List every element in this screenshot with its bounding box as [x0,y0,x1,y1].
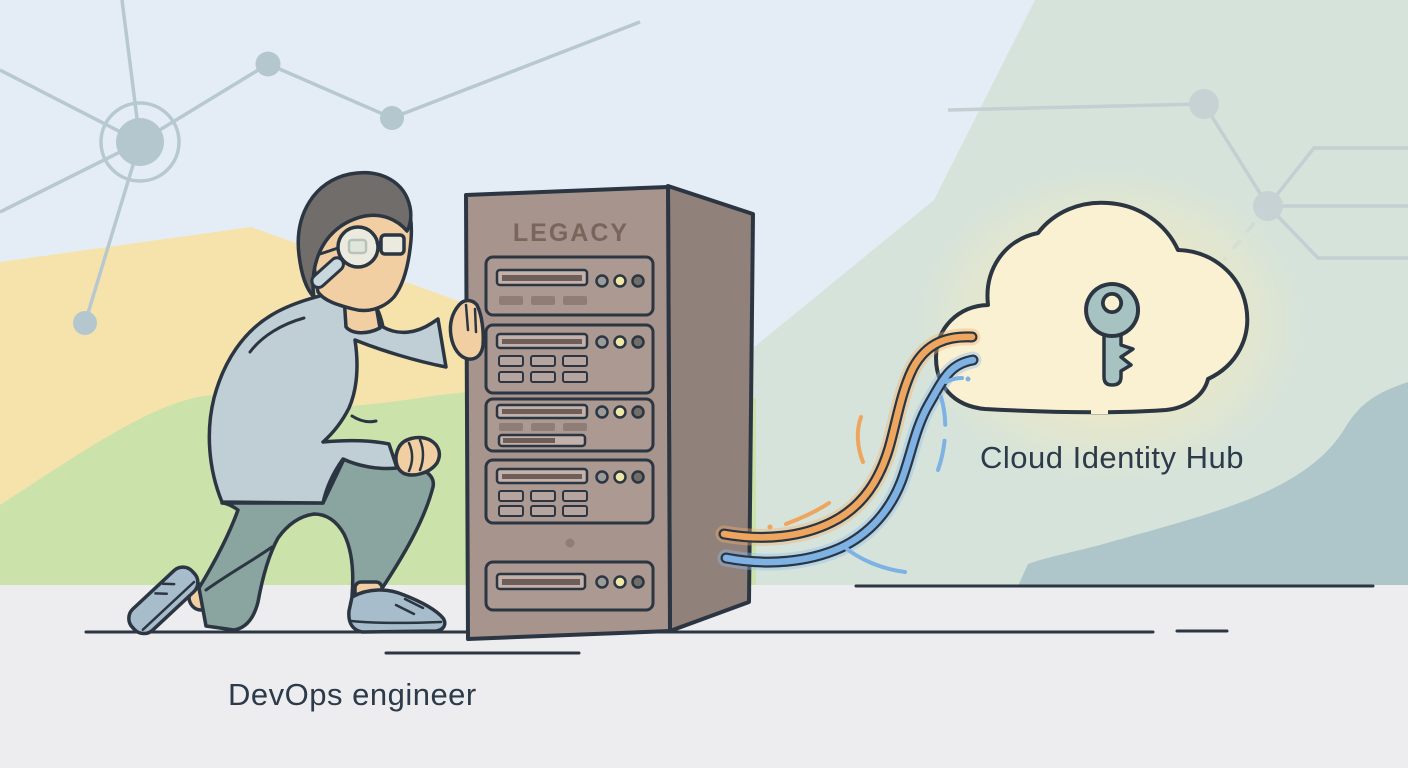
hoodie-wrinkle [350,414,378,424]
hoodie-torso [207,290,448,505]
server-bay [484,323,655,395]
migration-cables [715,328,982,574]
led-indicator-gray [595,405,609,419]
drive-slot-opening [503,438,555,443]
cloud-icon [934,200,1250,415]
led-indicator-yellow [613,274,627,288]
led-indicator-gray [595,470,609,484]
led-indicator-yellow [613,405,627,419]
network-node-icon [1253,191,1283,221]
server-bay [484,397,655,453]
network-graph-right [947,89,1408,262]
key-icon [1084,282,1141,387]
button-row [499,423,587,431]
led-indicator-dark [631,274,645,288]
network-lines [947,102,1408,260]
left-shoe-sole [141,580,196,631]
led-indicator-yellow [613,575,627,589]
network-node-icon [116,118,164,166]
devops-engineer-figure [127,171,485,636]
key-shaft [1102,331,1135,387]
led-indicator-dark [631,335,645,349]
button-row [499,296,587,305]
glasses-temple [318,246,340,256]
server-bay [484,255,655,317]
glasses-rect-lens [379,233,406,256]
right-shoe-laces [394,597,425,616]
drive-slot-opening [502,409,582,414]
led-indicator-yellow [613,335,627,349]
server-bay [484,560,655,612]
glowing-orange-cable [720,333,976,541]
cloud-outline-gap [1091,404,1108,414]
network-node-icon [73,311,97,335]
switch-grid [498,490,588,517]
network-graph-left [0,0,641,335]
drive-slot-opening [502,339,582,344]
glasses-bridge [375,240,383,245]
teal-wave [1018,382,1408,586]
led-indicator-yellow [613,470,627,484]
cloud-label: Cloud Identity Hub [980,440,1244,475]
left-shoe-laces [154,582,176,596]
server-rack-icon: LEGACY [464,184,755,641]
network-node-icon [255,51,281,77]
hand-finger-lines [407,438,425,473]
drive-slot-opening [502,579,580,585]
led-indicator-dark [631,575,645,589]
hand-on-knee [394,435,442,477]
led-indicator-gray [595,335,609,349]
lens-reflection [347,238,368,255]
glowing-blue-cable [722,356,977,566]
led-indicator-gray [595,575,609,589]
key-hole [1101,292,1123,314]
hoodie-wrinkle [248,316,306,354]
network-node-icon [380,106,404,130]
left-shoe [127,565,200,636]
panel-dot [565,538,575,548]
drive-slot-opening [502,474,582,479]
network-node-icon [1189,89,1219,119]
pants-fold [204,545,274,592]
person-label: DevOps engineer [228,677,477,712]
led-indicator-dark [631,470,645,484]
hand-finger-lines [464,303,478,334]
glasses-icon [318,225,406,269]
drive-slot-opening [502,275,582,281]
switch-grid [498,355,588,383]
server-bay [484,458,655,525]
led-indicator-dark [631,405,645,419]
led-indicator-gray [595,274,609,288]
network-lines [0,0,641,324]
server-label: LEGACY [513,219,629,247]
cable-motion-accents [767,376,971,574]
network-node-icon [99,101,181,183]
hair [296,171,413,299]
right-shoe-sole [349,619,443,625]
